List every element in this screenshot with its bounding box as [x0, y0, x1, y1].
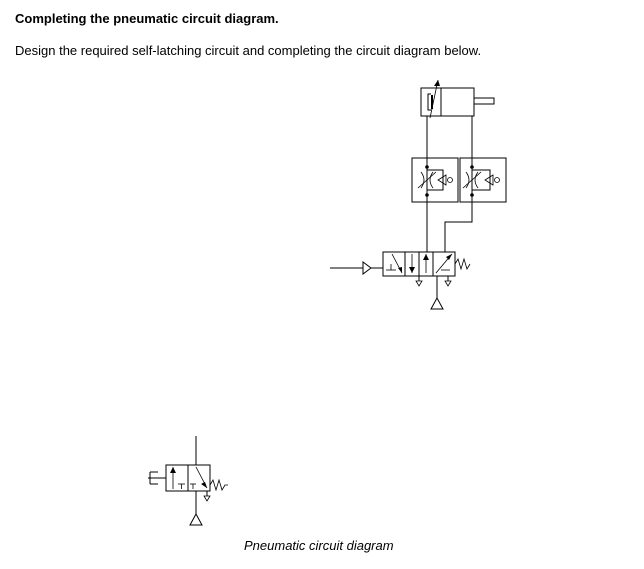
instruction-text: Design the required self-latching circui…: [15, 43, 482, 58]
one-way-flow-control-valve-icon: [459, 157, 507, 203]
pressure-source-icon: [189, 512, 203, 526]
one-way-flow-control-valve-icon: [411, 157, 459, 203]
pilot-operated-5-2-way-valve-icon: [382, 251, 471, 287]
double-acting-cylinder-icon: [420, 79, 495, 119]
pushbutton-3-2-way-valve-icon: [148, 464, 228, 502]
diagram-caption: Pneumatic circuit diagram: [244, 538, 394, 553]
page-heading: Completing the pneumatic circuit diagram…: [15, 11, 279, 26]
pressure-source-icon: [430, 296, 444, 310]
